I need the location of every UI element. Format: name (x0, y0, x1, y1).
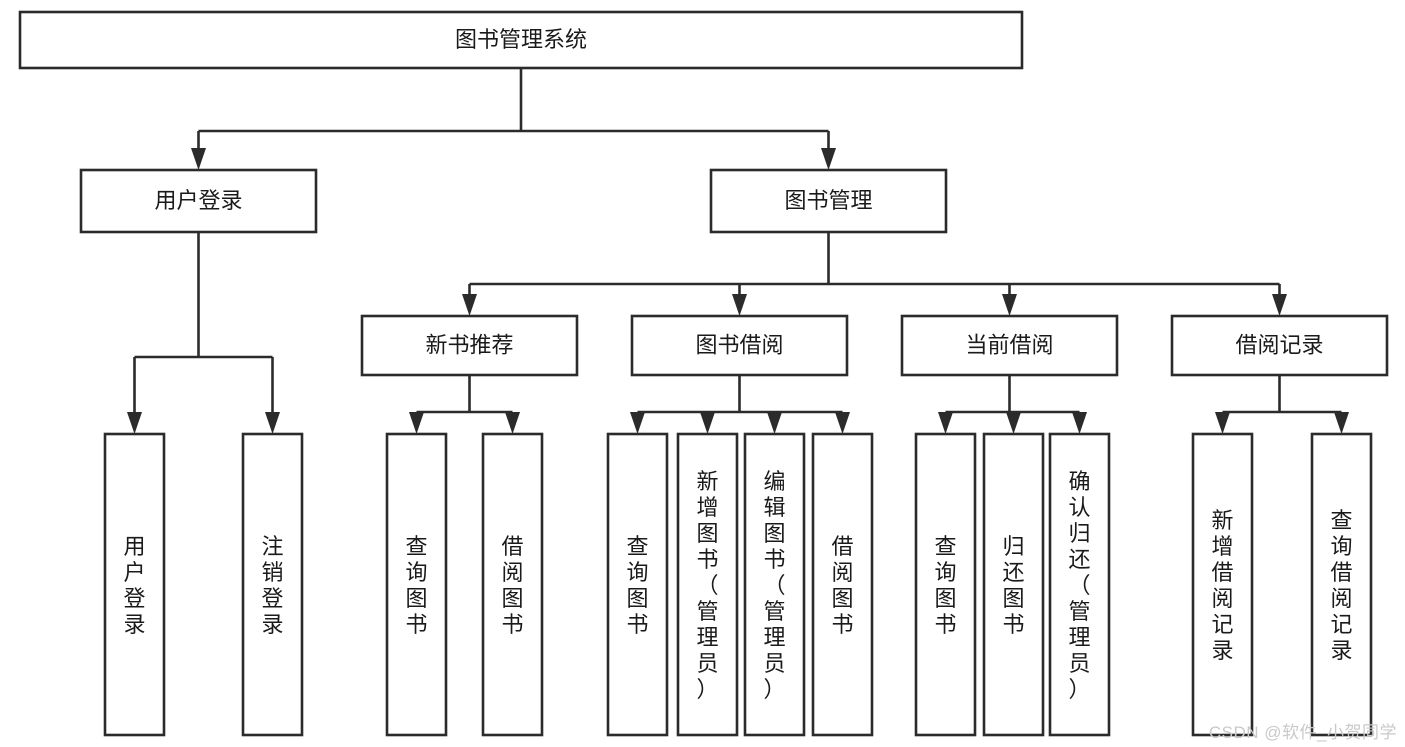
node-layer: 图书管理系统用户登录图书管理新书推荐图书借阅当前借阅借阅记录用户登录注销登录查询… (18, 10, 1389, 737)
node-box-leaf-add-borrow-record (1191, 432, 1254, 737)
node-box-leaf-query-book-recommend (385, 432, 448, 737)
node-leaf-edit-book[interactable]: 编辑图书（管理员） (743, 432, 806, 737)
node-label-leaf-logout-login: 注销登录 (261, 534, 283, 637)
node-box-book-management (709, 168, 948, 234)
node-box-leaf-borrow-book-recommend (481, 432, 544, 737)
node-box-leaf-query-borrow-record (1310, 432, 1373, 737)
node-label-book-management: 图书管理 (784, 188, 872, 213)
node-box-leaf-borrow-book (811, 432, 874, 737)
node-box-new-book-recommend (360, 314, 579, 377)
node-box-borrow-record (1170, 314, 1389, 377)
node-box-user-login (79, 168, 318, 234)
node-box-leaf-edit-book (743, 432, 806, 737)
node-book-management[interactable]: 图书管理 (709, 168, 948, 234)
node-leaf-logout-login[interactable]: 注销登录 (241, 432, 304, 737)
node-label-leaf-add-book: 新增图书（管理员） (696, 469, 718, 702)
node-label-leaf-confirm-return: 确认归还（管理员） (1068, 469, 1090, 702)
node-current-borrow[interactable]: 当前借阅 (900, 314, 1119, 377)
connector-layer (127, 68, 1349, 434)
node-leaf-user-login[interactable]: 用户登录 (103, 432, 166, 737)
node-box-root (18, 10, 1024, 70)
node-label-borrow-record: 借阅记录 (1235, 332, 1323, 357)
watermark-text: CSDN @软件_小贺同学 (1208, 723, 1397, 742)
node-label-new-book-recommend: 新书推荐 (425, 332, 513, 357)
node-leaf-query-book-current[interactable]: 查询图书 (914, 432, 977, 737)
node-box-leaf-return-book (982, 432, 1045, 737)
node-book-borrow[interactable]: 图书借阅 (630, 314, 849, 377)
node-label-leaf-query-borrow-record: 查询借阅记录 (1330, 508, 1352, 663)
node-leaf-return-book[interactable]: 归还图书 (982, 432, 1045, 737)
node-label-leaf-borrow-book: 借阅图书 (831, 534, 853, 637)
node-leaf-query-book-recommend[interactable]: 查询图书 (385, 432, 448, 737)
node-label-leaf-borrow-book-recommend: 借阅图书 (501, 534, 523, 637)
node-leaf-query-book-borrow[interactable]: 查询图书 (606, 432, 669, 737)
node-label-book-borrow: 图书借阅 (695, 332, 783, 357)
node-label-current-borrow: 当前借阅 (965, 332, 1053, 357)
node-box-book-borrow (630, 314, 849, 377)
node-label-leaf-query-book-borrow: 查询图书 (626, 534, 648, 637)
node-box-leaf-user-login (103, 432, 166, 737)
node-label-leaf-query-book-recommend: 查询图书 (405, 534, 427, 637)
node-box-current-borrow (900, 314, 1119, 377)
node-box-leaf-query-book-current (914, 432, 977, 737)
node-box-leaf-add-book (676, 432, 739, 737)
node-user-login[interactable]: 用户登录 (79, 168, 318, 234)
node-box-leaf-query-book-borrow (606, 432, 669, 737)
node-leaf-add-borrow-record[interactable]: 新增借阅记录 (1191, 432, 1254, 737)
node-label-leaf-user-login: 用户登录 (123, 534, 145, 637)
node-leaf-borrow-book[interactable]: 借阅图书 (811, 432, 874, 737)
node-borrow-record[interactable]: 借阅记录 (1170, 314, 1389, 377)
node-leaf-query-borrow-record[interactable]: 查询借阅记录 (1310, 432, 1373, 737)
node-leaf-confirm-return[interactable]: 确认归还（管理员） (1048, 432, 1111, 737)
node-label-root: 图书管理系统 (455, 27, 587, 52)
node-root[interactable]: 图书管理系统 (18, 10, 1024, 70)
node-label-user-login: 用户登录 (154, 188, 242, 213)
node-leaf-borrow-book-recommend[interactable]: 借阅图书 (481, 432, 544, 737)
node-leaf-add-book[interactable]: 新增图书（管理员） (676, 432, 739, 737)
node-label-leaf-return-book: 归还图书 (1002, 534, 1024, 637)
node-new-book-recommend[interactable]: 新书推荐 (360, 314, 579, 377)
node-label-leaf-add-borrow-record: 新增借阅记录 (1211, 508, 1233, 663)
node-label-leaf-query-book-current: 查询图书 (934, 534, 956, 637)
node-box-leaf-confirm-return (1048, 432, 1111, 737)
node-box-leaf-logout-login (241, 432, 304, 737)
node-label-leaf-edit-book: 编辑图书（管理员） (763, 469, 785, 702)
